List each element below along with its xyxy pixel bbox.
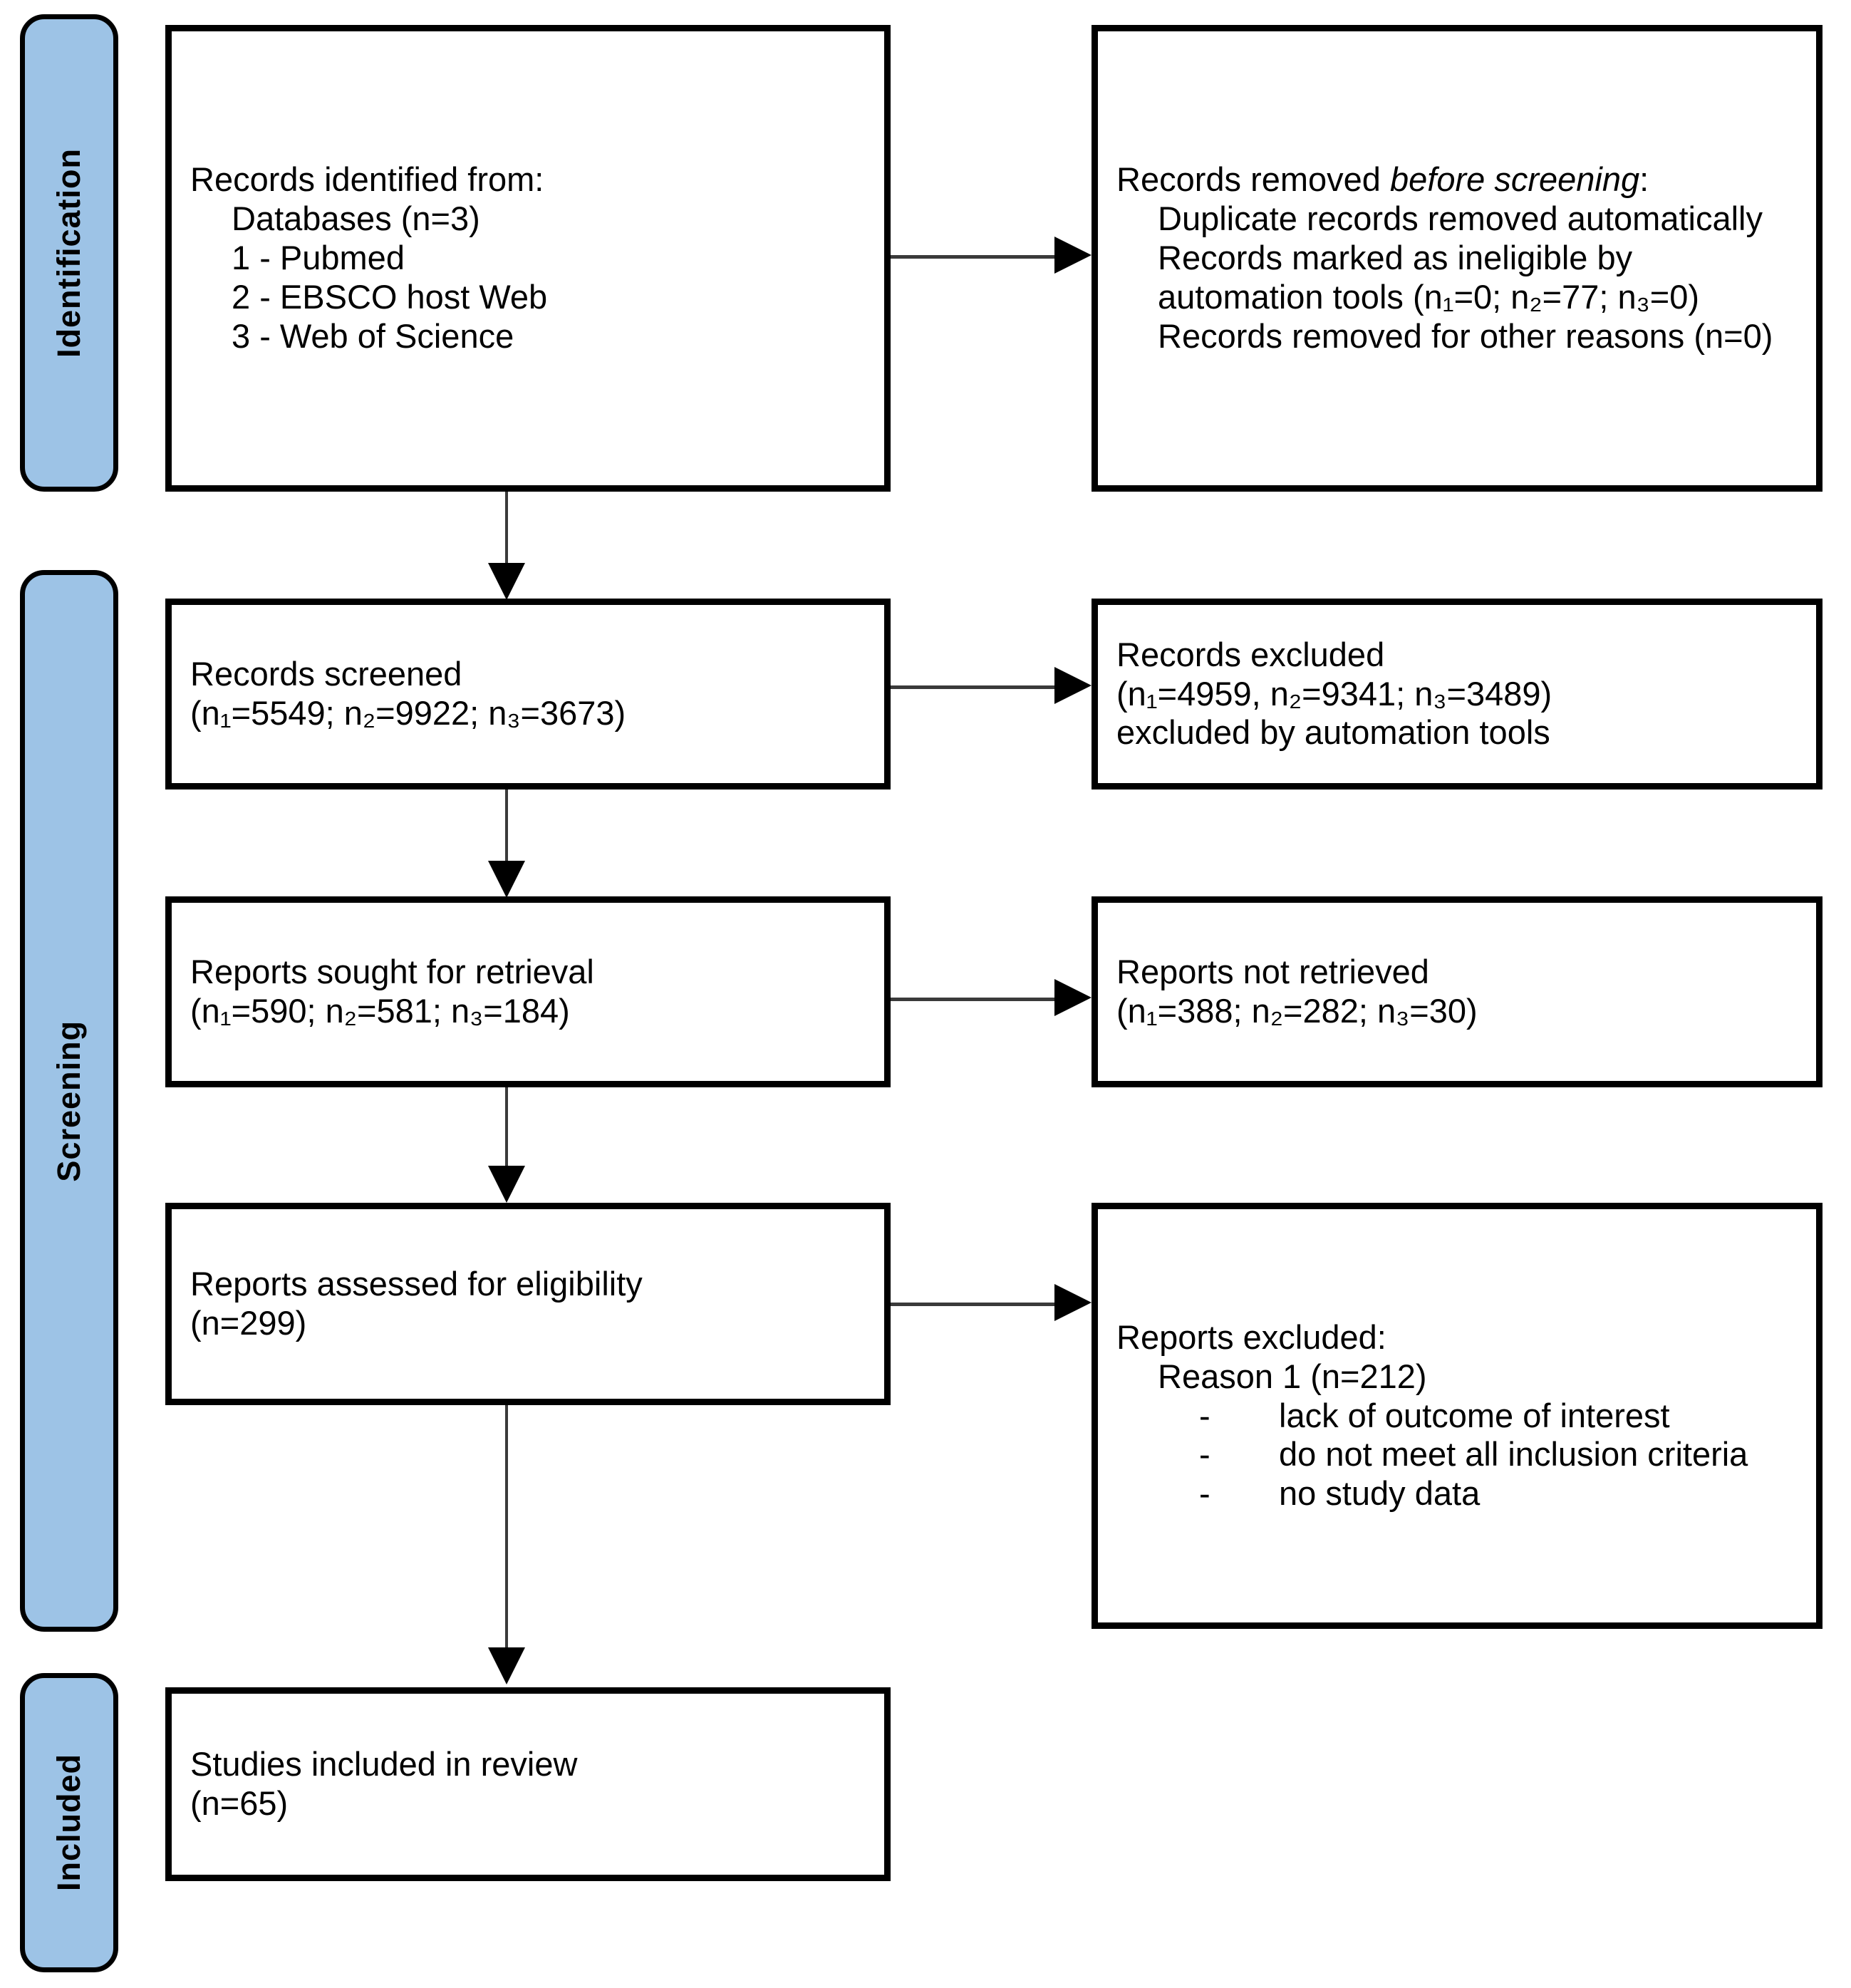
records-screened-counts: (n₁=5549; n₂=9922; n₃=3673) [190, 694, 626, 732]
reports-assessed-title: Reports assessed for eligibility [190, 1265, 643, 1303]
stage-pill-screening: Screening [20, 570, 118, 1632]
studies-included-counts: (n=65) [190, 1784, 289, 1822]
reports-excluded-bullet-3: - no study data [1116, 1474, 1798, 1513]
connector-identified-to-screened-arrowhead [488, 563, 525, 600]
connector-screened-to-sought-arrowhead [488, 861, 525, 898]
connector-screened-to-excluded-arrowhead [1054, 667, 1092, 704]
reports-excluded-bullet-3-text: no study data [1279, 1474, 1481, 1513]
connector-screened-to-excluded-line [891, 685, 1056, 689]
reports-excluded-bullet-1: - lack of outcome of interest [1116, 1397, 1798, 1436]
box-studies-included-body: Studies included in review (n=65) [172, 1745, 884, 1823]
studies-included-title: Studies included in review [190, 1745, 578, 1783]
reports-excluded-bullet-2-text: do not meet all inclusion criteria [1279, 1435, 1748, 1474]
box-reports-assessed-body: Reports assessed for eligibility (n=299) [172, 1265, 884, 1343]
box-reports-sought-body: Reports sought for retrieval (n₁=590; n₂… [172, 953, 884, 1031]
records-identified-title: Records identified from: [190, 160, 544, 199]
records-removed-title-colon: : [1639, 160, 1649, 199]
box-reports-sought: Reports sought for retrieval (n₁=590; n₂… [165, 896, 891, 1087]
connector-assessed-to-included-line [505, 1405, 508, 1653]
records-identified-line-1: Databases (n=3) [232, 200, 480, 238]
reports-excluded-reason: Reason 1 (n=212) [1158, 1357, 1427, 1395]
records-identified-line-2: 1 - Pubmed [232, 239, 405, 276]
records-removed-line-3: Records removed for other reasons (n=0) [1158, 316, 1773, 355]
reports-sought-counts: (n₁=590; n₂=581; n₃=184) [190, 992, 570, 1030]
records-screened-title: Records screened [190, 655, 462, 693]
box-records-excluded-body: Records excluded (n₁=4959, n₂=9341; n₃=3… [1098, 636, 1816, 753]
connector-identified-to-removed-line [891, 255, 1056, 259]
box-reports-assessed: Reports assessed for eligibility (n=299) [165, 1203, 891, 1405]
connector-sought-to-assessed-arrowhead [488, 1166, 525, 1203]
box-reports-not-retrieved-body: Reports not retrieved (n₁=388; n₂=282; n… [1098, 953, 1816, 1031]
box-records-identified: Records identified from: Databases (n=3)… [165, 25, 891, 492]
reports-not-retrieved-counts: (n₁=388; n₂=282; n₃=30) [1116, 992, 1478, 1030]
records-removed-title-plain: Records removed [1116, 160, 1390, 199]
box-records-screened: Records screened (n₁=5549; n₂=9922; n₃=3… [165, 599, 891, 789]
bullet-dash-icon: - [1199, 1396, 1210, 1434]
records-identified-line-4: 3 - Web of Science [232, 316, 514, 355]
bullet-dash-icon: - [1199, 1435, 1210, 1474]
records-removed-title: Records removed before screening: [1116, 160, 1798, 200]
reports-excluded-title: Reports excluded: [1116, 1317, 1386, 1356]
connector-sought-to-not-retrieved-line [891, 998, 1056, 1001]
connector-assessed-to-excluded-line [891, 1303, 1056, 1306]
records-excluded-note: excluded by automation tools [1116, 713, 1550, 752]
box-reports-not-retrieved: Reports not retrieved (n₁=388; n₂=282; n… [1092, 896, 1823, 1087]
reports-sought-title: Reports sought for retrieval [190, 953, 594, 991]
records-removed-title-italic: before screening [1390, 160, 1640, 199]
reports-excluded-bullet-2: - do not meet all inclusion criteria [1116, 1435, 1798, 1474]
records-removed-line-1: Duplicate records removed automatically [1158, 200, 1763, 238]
stage-pill-screening-label: Screening [51, 1020, 87, 1182]
connector-screened-to-sought-line [505, 789, 508, 866]
connector-identified-to-removed-arrowhead [1054, 237, 1092, 274]
reports-not-retrieved-title: Reports not retrieved [1116, 953, 1429, 991]
connector-sought-to-not-retrieved-arrowhead [1054, 979, 1092, 1016]
box-records-identified-body: Records identified from: Databases (n=3)… [172, 160, 884, 356]
stage-pill-identification: Identification [20, 14, 118, 492]
box-records-removed-body: Records removed before screening: Duplic… [1098, 160, 1816, 356]
stage-pill-included-label: Included [51, 1754, 87, 1892]
connector-identified-to-screened-line [505, 492, 508, 569]
records-removed-line-2: Records marked as ineligible by automati… [1158, 239, 1700, 316]
reports-assessed-counts: (n=299) [190, 1304, 307, 1342]
stage-pill-included: Included [20, 1673, 118, 1972]
connector-assessed-to-excluded-arrowhead [1054, 1284, 1092, 1321]
connector-assessed-to-included-arrowhead [488, 1647, 525, 1684]
reports-excluded-bullet-1-text: lack of outcome of interest [1279, 1396, 1670, 1434]
box-reports-excluded-body: Reports excluded: Reason 1 (n=212) - lac… [1098, 1318, 1816, 1514]
records-excluded-title: Records excluded [1116, 635, 1385, 673]
box-records-removed: Records removed before screening: Duplic… [1092, 25, 1823, 492]
box-records-excluded: Records excluded (n₁=4959, n₂=9341; n₃=3… [1092, 599, 1823, 789]
stage-pill-identification-label: Identification [51, 148, 87, 358]
connector-sought-to-assessed-line [505, 1087, 508, 1171]
records-identified-line-3: 2 - EBSCO host Web [232, 277, 548, 316]
bullet-dash-icon: - [1199, 1474, 1210, 1513]
records-excluded-counts: (n₁=4959, n₂=9341; n₃=3489) [1116, 674, 1552, 713]
box-reports-excluded: Reports excluded: Reason 1 (n=212) - lac… [1092, 1203, 1823, 1629]
box-records-screened-body: Records screened (n₁=5549; n₂=9922; n₃=3… [172, 655, 884, 733]
box-studies-included: Studies included in review (n=65) [165, 1687, 891, 1881]
